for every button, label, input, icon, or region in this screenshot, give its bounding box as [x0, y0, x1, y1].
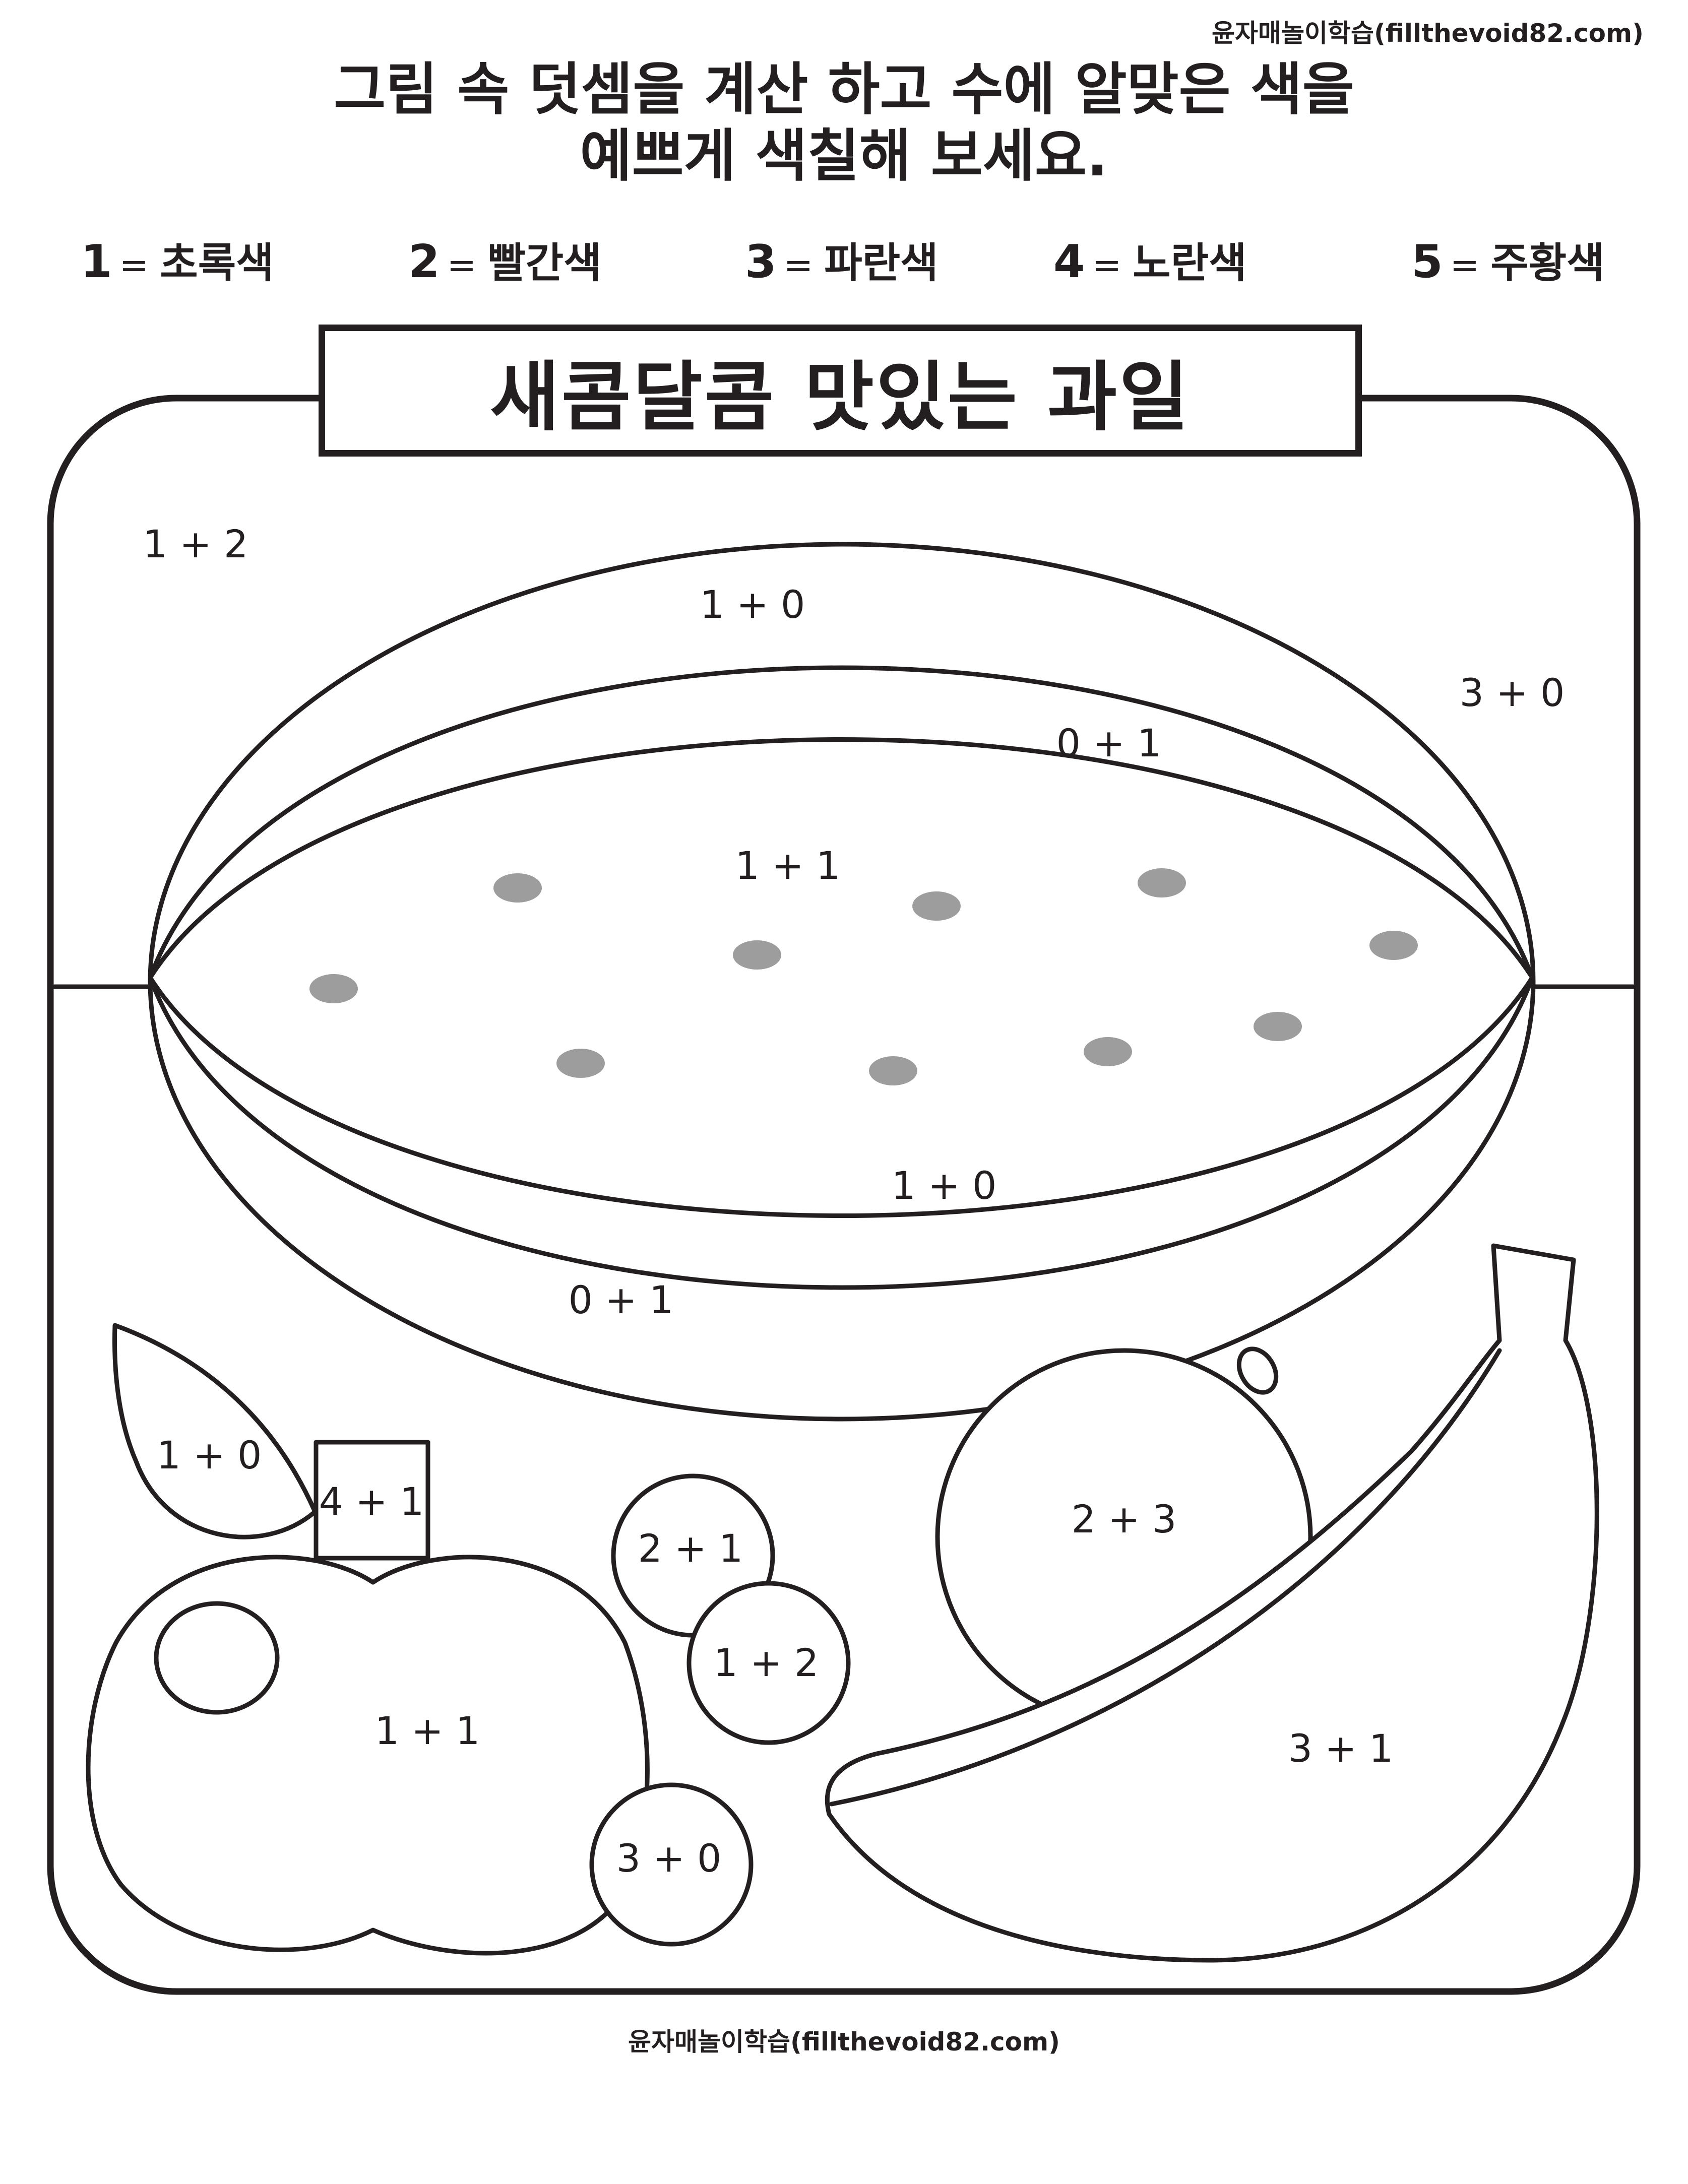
legend-color-name: 빨간색 — [487, 239, 602, 287]
melon-seed — [556, 1049, 605, 1078]
melon-seed — [1084, 1037, 1132, 1066]
banana-inner-line — [829, 1348, 1502, 1807]
region-label-apple-leaf: 1 + 0 — [157, 1433, 262, 1478]
melon-seed — [1254, 1012, 1302, 1041]
melon-seeds — [309, 868, 1418, 1085]
region-label-grape-middle: 1 + 2 — [714, 1640, 819, 1685]
legend-number: 4 — [1053, 235, 1085, 288]
region-label-melon-center: 1 + 1 — [735, 843, 841, 888]
page-title: 새콤달콤 맛있는 과일 — [489, 353, 1191, 441]
legend-item-5: 5=주황색 — [1411, 229, 1605, 289]
region-label-orange: 2 + 3 — [1072, 1497, 1177, 1541]
legend-equals: = — [1092, 244, 1122, 286]
region-label-melon-inner-top: 0 + 1 — [1056, 721, 1162, 765]
region-label-melon-outer-bottom: 0 + 1 — [569, 1277, 674, 1322]
melon-center-stripe — [148, 737, 1535, 1218]
apple-highlight — [154, 1601, 280, 1715]
legend-equals: = — [783, 244, 814, 286]
legend-number: 1 — [81, 235, 112, 288]
legend-color-name: 초록색 — [160, 239, 274, 287]
grape-bottom — [589, 1782, 754, 1947]
legend-item-4: 4= 노란색 — [1053, 229, 1247, 289]
region-label-melon-inner-bottom: 1 + 0 — [892, 1163, 997, 1208]
legend-number: 2 — [408, 235, 440, 288]
watermark-top: 윤자매놀이학습(fillthevoid82.com) — [1212, 19, 1644, 48]
region-label-melon-outer-top: 1 + 0 — [700, 582, 805, 627]
melon-seed — [1369, 931, 1418, 960]
melon-seed — [309, 974, 358, 1003]
region-label-banana: 3 + 1 — [1288, 1726, 1394, 1771]
apple-stem — [314, 1440, 430, 1561]
grape-middle — [686, 1581, 851, 1745]
title-box: 새콤달콤 맛있는 과일 — [319, 325, 1362, 457]
melon-seed — [869, 1056, 917, 1085]
orange-navel — [1236, 1346, 1279, 1395]
legend-equals: = — [119, 244, 149, 286]
legend-item-1: 1= 초록색 — [81, 229, 274, 289]
legend-color-name: 주황색 — [1490, 239, 1605, 287]
region-label-background-right: 3 + 0 — [1460, 670, 1565, 715]
region-label-apple-stem: 4 + 1 — [319, 1479, 424, 1524]
banana-peel — [825, 1243, 1599, 1963]
region-label-grape-top: 2 + 1 — [638, 1526, 743, 1571]
legend-color-name: 파란색 — [824, 239, 939, 287]
watermark-bottom: 윤자매놀이학습(fillthevoid82.com) — [628, 2027, 1060, 2057]
instruction-line-1: 그림 속 덧셈을 계산 하고 수에 알맞은 색을 — [334, 57, 1354, 122]
melon-seed — [493, 873, 542, 903]
legend-color-name: 노란색 — [1133, 239, 1247, 287]
region-label-sky: 1 + 2 — [143, 522, 248, 566]
instruction-line-2: 예쁘게 색칠해 보세요. — [580, 123, 1108, 189]
legend-equals: = — [1450, 244, 1480, 286]
region-label-grape-bottom: 3 + 0 — [616, 1836, 722, 1881]
melon-seed — [733, 940, 781, 970]
melon-seed — [1138, 868, 1186, 897]
banana — [825, 1243, 1599, 1963]
apple-body — [86, 1555, 650, 1956]
region-label-apple-body: 1 + 1 — [375, 1708, 480, 1753]
legend-item-2: 2=빨간색 — [408, 229, 602, 289]
legend-equals: = — [447, 244, 477, 286]
melon-seed — [912, 891, 961, 921]
legend-number: 5 — [1411, 235, 1443, 288]
legend-number: 3 — [745, 235, 777, 288]
watermelon — [148, 542, 1536, 1422]
legend-item-3: 3=파란색 — [745, 229, 939, 289]
apple-leaf — [112, 1323, 318, 1539]
